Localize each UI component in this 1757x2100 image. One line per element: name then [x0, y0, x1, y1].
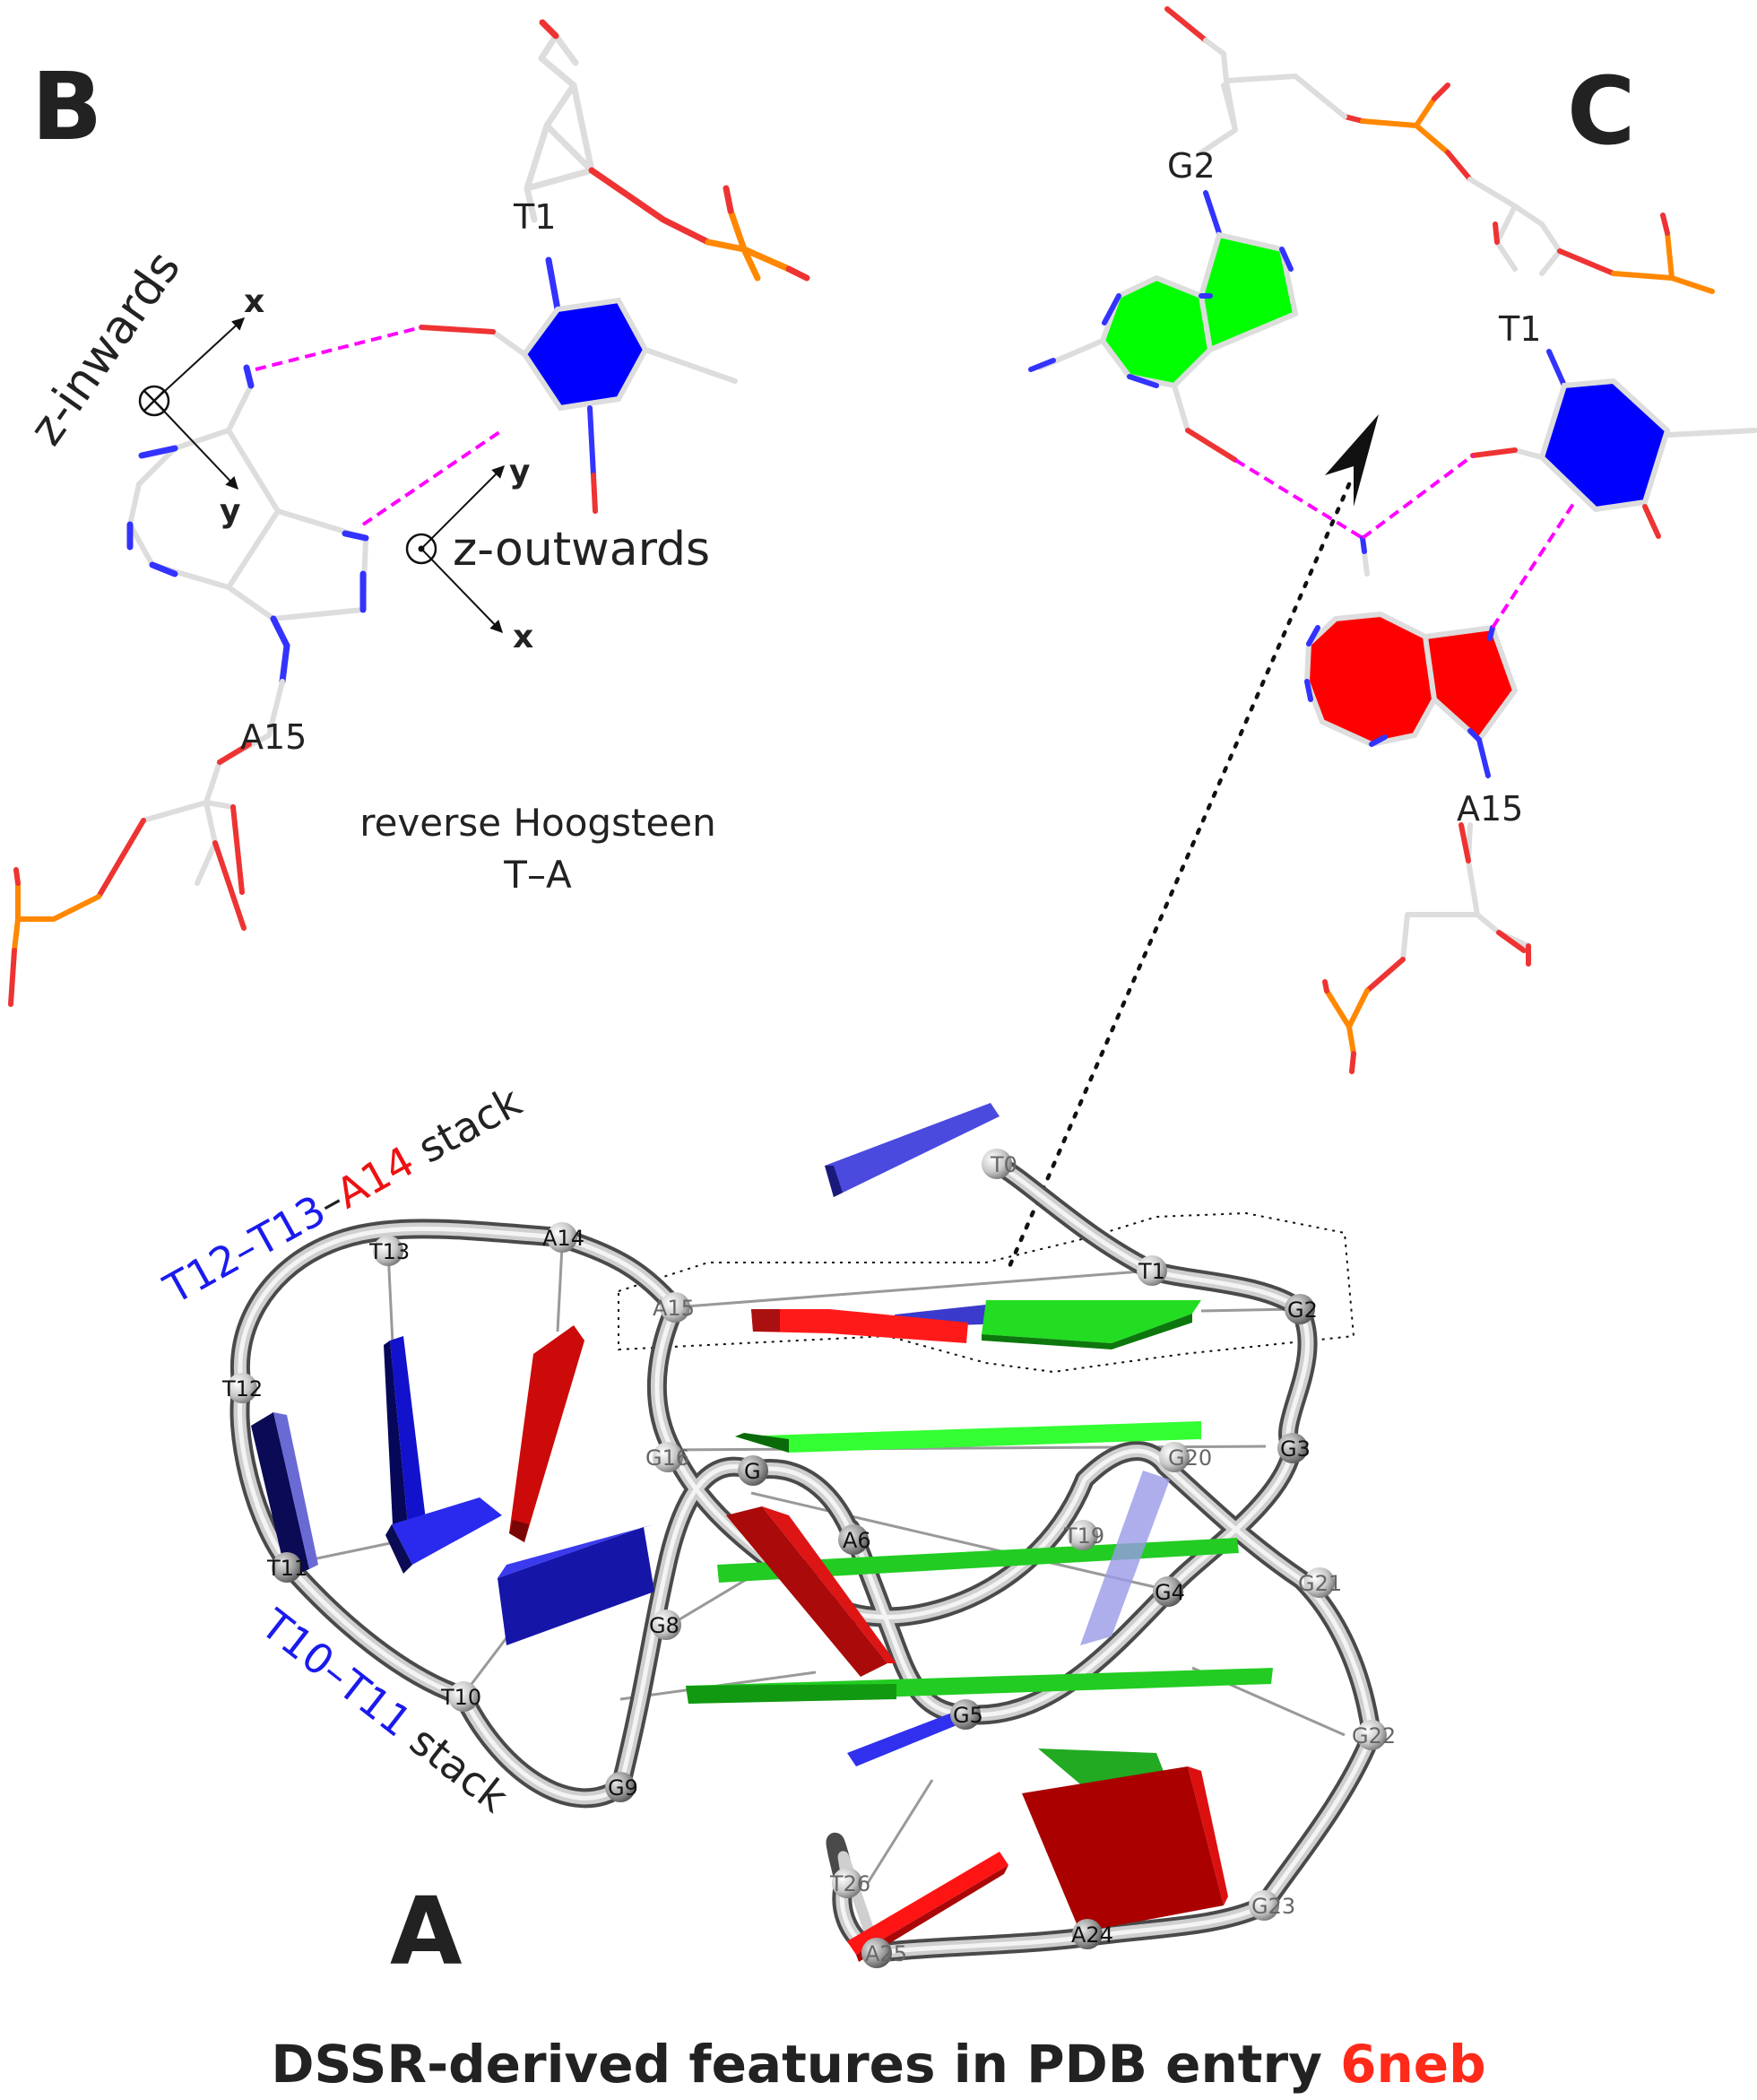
res-g16: G16: [645, 1445, 689, 1471]
c-adenine-a15: [1303, 535, 1531, 1074]
res-g9: G9: [608, 1775, 638, 1801]
c-guanine-g2: [1028, 190, 1299, 463]
c-hbond-2: [1361, 454, 1475, 540]
res-t19: T19: [1063, 1523, 1104, 1549]
b-axis-y2: y: [509, 454, 530, 490]
b-thymine: [419, 256, 738, 514]
res-g20: G20: [1168, 1445, 1212, 1471]
panel-a: T0 T1 G2 G3 G4 G5 A6 G G8 G9 T10 T11 T12…: [155, 1077, 1396, 1986]
axes-outwards: [405, 465, 505, 634]
c-label-a15: A15: [1457, 789, 1523, 829]
res-g7: G: [744, 1459, 761, 1484]
res-a24: A24: [1071, 1922, 1113, 1948]
res-a14: A14: [542, 1226, 584, 1251]
residue-spheres: [227, 1149, 1387, 1968]
res-g2: G2: [1287, 1297, 1318, 1323]
t1-backbone: [524, 19, 810, 282]
pointer-line: [1006, 482, 1352, 1271]
pointer-arrowhead: [1325, 414, 1379, 507]
c-label-t1: T1: [1498, 309, 1541, 349]
stack-bottom-word: stack: [391, 1708, 517, 1822]
b-label-a15: A15: [240, 717, 307, 757]
res-t13: T13: [368, 1239, 410, 1264]
res-a15: A15: [653, 1296, 695, 1321]
res-g23: G23: [1251, 1894, 1295, 1919]
stack-top-word: stack: [399, 1077, 530, 1179]
res-t12: T12: [221, 1376, 263, 1401]
res-g21: G21: [1298, 1571, 1342, 1596]
b-axis-inwards-label: z-inwards: [19, 242, 191, 456]
c-backbone-top: [1164, 6, 1715, 294]
b-adenine: [8, 364, 369, 1007]
res-g5: G5: [953, 1703, 983, 1728]
panel-b-letter: B: [31, 52, 102, 161]
res-t1: T1: [1138, 1259, 1165, 1284]
caption-pdb-id: 6neb: [1340, 2034, 1486, 2095]
c-hbond-1: [1233, 458, 1364, 540]
residue-labels: T0 T1 G2 G3 G4 G5 A6 G G8 G9 T10 T11 T12…: [221, 1152, 1396, 1966]
b-axis-outwards-label: z-outwards: [453, 523, 710, 577]
res-t26: T26: [829, 1871, 870, 1896]
c-label-g2: G2: [1167, 146, 1216, 186]
res-a25: A25: [865, 1941, 907, 1966]
c-hbond-3: [1491, 502, 1575, 629]
res-g8: G8: [649, 1613, 679, 1638]
res-g4: G4: [1155, 1580, 1185, 1605]
panel-a-letter: A: [390, 1877, 463, 1986]
res-g22: G22: [1352, 1723, 1396, 1749]
panel-c-letter: C: [1567, 56, 1635, 166]
b-label-t1: T1: [513, 197, 556, 237]
axes-inwards: [138, 317, 246, 490]
b-hbond-2: [361, 429, 504, 526]
res-t10: T10: [440, 1685, 481, 1710]
c-thymine-t1: [1470, 349, 1757, 539]
base-slabs: [251, 1103, 1273, 1962]
panel-b: B T1 A15: [8, 19, 810, 1007]
highlight-outline: [618, 1211, 1355, 1374]
res-a6: A6: [843, 1528, 871, 1553]
b-axis-y1: y: [220, 493, 240, 530]
b-pair-type-line2: T–A: [503, 853, 572, 897]
b-axis-x2: x: [513, 619, 533, 655]
stack-label-top: T12–T13–A14 stack: [155, 1077, 529, 1314]
res-t11: T11: [266, 1556, 307, 1581]
res-g3: G3: [1280, 1436, 1311, 1462]
res-t0: T0: [990, 1152, 1017, 1177]
b-hbond-1: [255, 325, 422, 371]
figure-caption: DSSR-derived features in PDB entry 6neb: [271, 2034, 1485, 2095]
caption-prefix: DSSR-derived features in PDB entry: [271, 2034, 1340, 2095]
b-axis-x1: x: [244, 283, 264, 320]
panel-c: C G2 T1: [1006, 6, 1757, 1271]
b-pair-type-line1: reverse Hoogsteen: [359, 801, 716, 845]
